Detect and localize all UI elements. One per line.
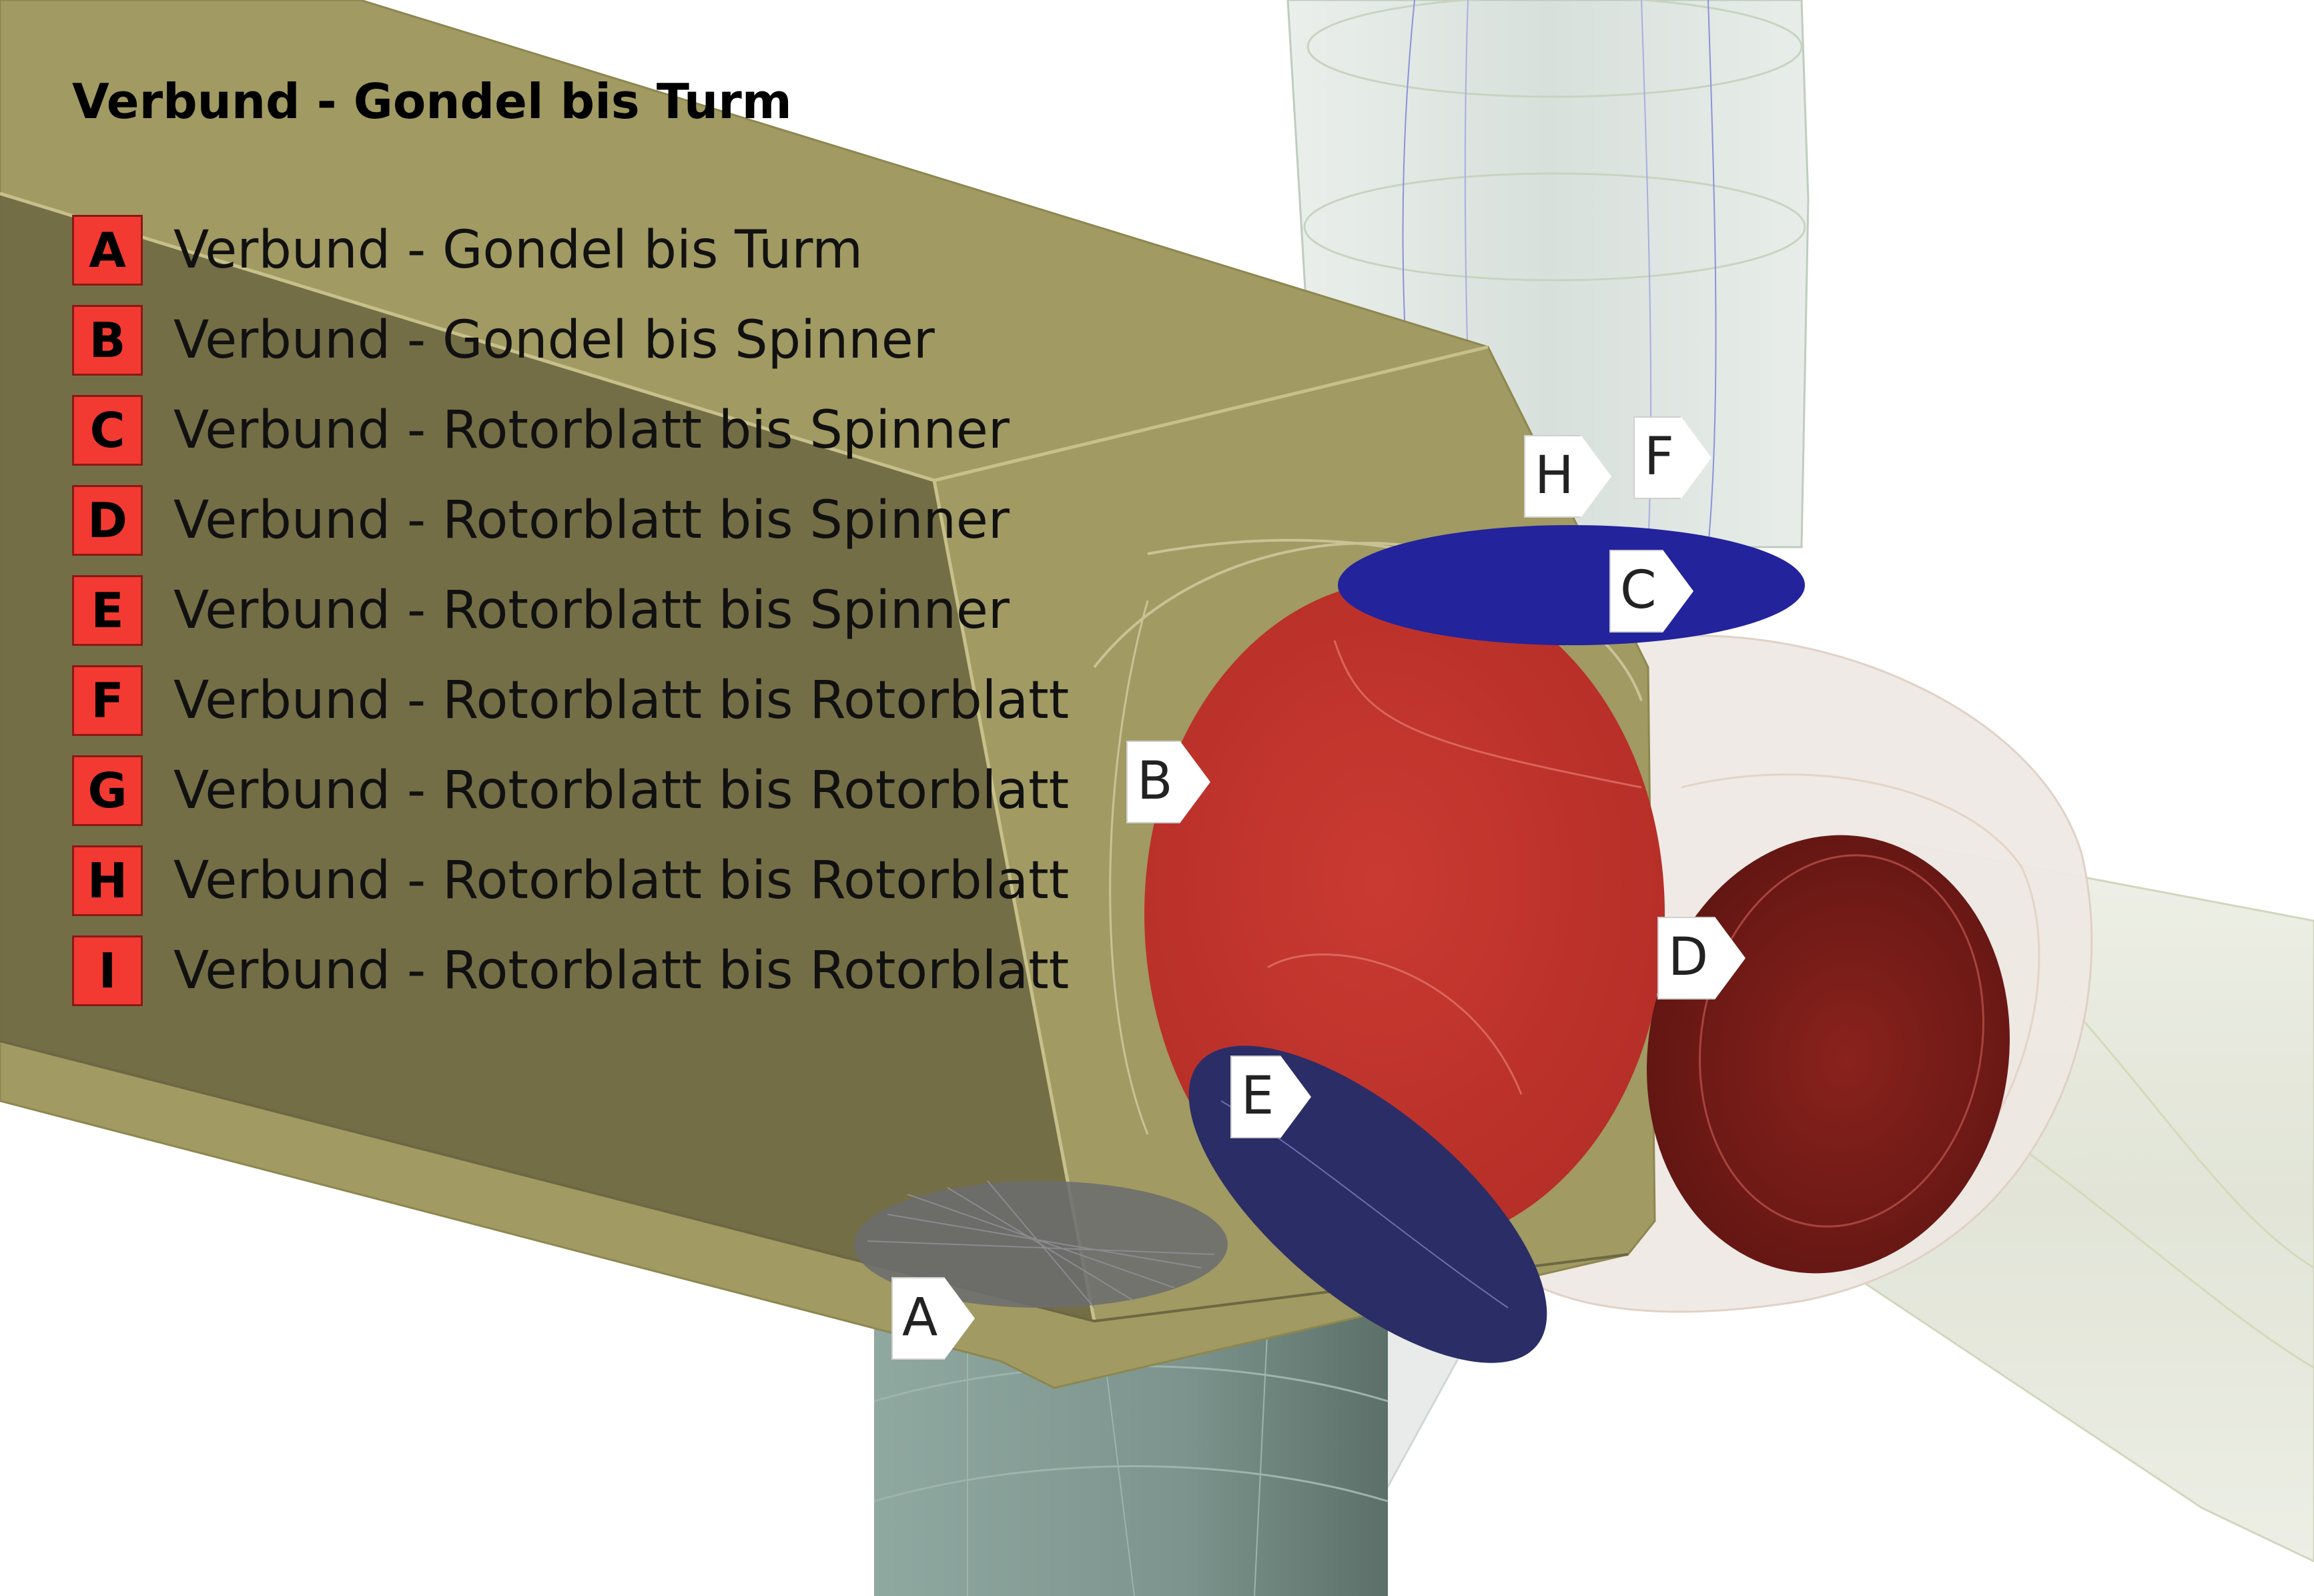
callout-h-label: H <box>1524 435 1581 518</box>
legend-badge: D <box>72 485 143 556</box>
legend-badge: B <box>72 305 143 376</box>
page-title: Verbund - Gondel bis Turm <box>72 73 792 129</box>
callout-b-label: B <box>1126 741 1180 823</box>
callout-f[interactable]: F <box>1633 416 1711 499</box>
legend-badge: G <box>72 755 143 826</box>
contact-c-surface <box>1338 525 1805 645</box>
callout-e-pointer <box>1280 1056 1312 1138</box>
legend-label: Verbund - Rotorblatt bis Spinner <box>173 400 1010 460</box>
callout-a-label: A <box>891 1277 945 1360</box>
callout-f-label: F <box>1633 416 1681 499</box>
callout-c-pointer <box>1663 550 1694 633</box>
callout-h[interactable]: H <box>1524 435 1611 518</box>
legend-label: Verbund - Rotorblatt bis Spinner <box>173 490 1010 550</box>
legend-label: Verbund - Rotorblatt bis Rotorblatt <box>173 941 1070 1001</box>
legend-label: Verbund - Rotorblatt bis Rotorblatt <box>173 671 1070 731</box>
legend-badge: A <box>72 215 143 286</box>
callout-c[interactable]: C <box>1609 550 1694 633</box>
legend-badge: F <box>72 665 143 736</box>
legend-badge: C <box>72 395 143 466</box>
callout-d[interactable]: D <box>1657 917 1746 1000</box>
callout-c-label: C <box>1609 550 1663 633</box>
legend-badge: I <box>72 935 143 1006</box>
legend-label: Verbund - Gondel bis Turm <box>173 220 863 280</box>
callout-b[interactable]: B <box>1126 741 1210 823</box>
callout-a[interactable]: A <box>891 1277 976 1360</box>
legend-label: Verbund - Gondel bis Spinner <box>173 310 935 370</box>
callout-f-pointer <box>1680 416 1711 499</box>
callout-b-pointer <box>1179 741 1210 823</box>
legend-badge: H <box>72 845 143 916</box>
callout-e-label: E <box>1230 1056 1281 1138</box>
nacelle-shadow-face <box>0 193 1094 1321</box>
legend-label: Verbund - Rotorblatt bis Spinner <box>173 580 1010 641</box>
legend-label: Verbund - Rotorblatt bis Rotorblatt <box>173 761 1070 821</box>
legend-label: Verbund - Rotorblatt bis Rotorblatt <box>173 851 1070 911</box>
legend-badge: E <box>72 575 143 646</box>
blade-top-section <box>1306 0 1803 98</box>
callout-h-pointer <box>1580 435 1611 518</box>
callout-e[interactable]: E <box>1230 1056 1312 1138</box>
callout-d-pointer <box>1715 917 1746 1000</box>
callout-d-label: D <box>1657 917 1715 1000</box>
callout-a-pointer <box>944 1277 976 1360</box>
